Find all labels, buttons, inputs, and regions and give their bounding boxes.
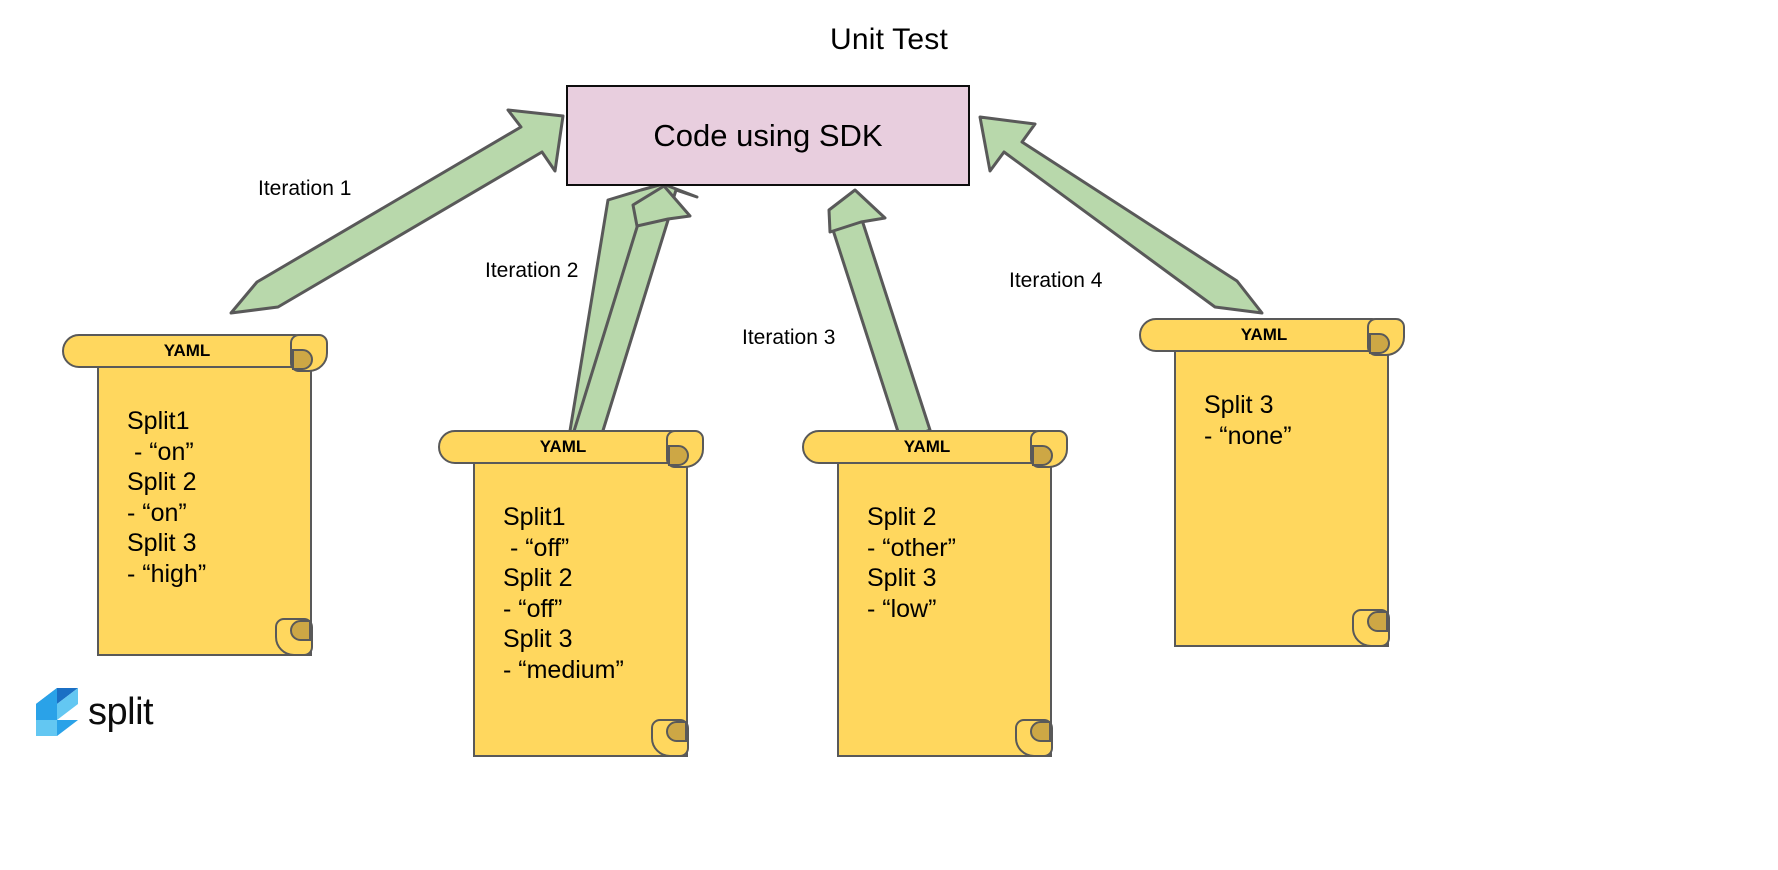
iteration-1-label: Iteration 1 [258,177,352,200]
arrow-iteration-3-shaft [831,218,932,443]
arrow-iteration-1 [229,108,565,315]
yaml-scroll-4-header-label: YAML [1240,325,1288,344]
yaml-scroll-1-text: Split1 - “on” Split 2 - “on” Split 3 - “… [127,407,207,588]
yaml-scroll-3-header-label: YAML [903,437,951,456]
iteration-3-label: Iteration 3 [742,326,836,349]
yaml-scroll-1-bottom-curl-icon [275,618,313,656]
arrow-iteration-4 [978,115,1264,315]
yaml-scroll-3-bottom-curl-inner [1030,721,1051,742]
yaml-scroll-4-bottom-curl-icon [1352,609,1390,647]
yaml-scroll-3-top-curl-inner [1032,445,1053,466]
page-title: Unit Test [830,23,948,56]
split-logo-wordmark: split [88,691,154,733]
yaml-scroll-3[interactable]: YAML Split 2 - “other” Split 3 - “low” [802,430,1087,760]
yaml-scroll-3-bottom-curl-icon [1015,719,1053,757]
yaml-scroll-2-bottom-curl-inner [666,721,687,742]
yaml-scroll-2-top-curl-inner [668,445,689,466]
central-node-code-using-sdk[interactable]: Code using SDK [566,85,970,186]
yaml-scroll-2-bottom-curl-icon [651,719,689,757]
yaml-scroll-2-text: Split1 - “off” Split 2 - “off” Split 3 -… [503,503,624,684]
arrow-iteration-2-head [631,184,692,228]
yaml-scroll-3-body [837,462,1052,757]
yaml-scroll-3-text: Split 2 - “other” Split 3 - “low” [867,503,956,623]
split-logo: split [30,686,160,744]
yaml-scroll-1-body [97,366,312,656]
arrow-iteration-3-head [827,188,887,234]
yaml-scroll-1-bottom-curl-inner [290,620,311,641]
central-node-label: Code using SDK [653,117,883,153]
iteration-2-label: Iteration 2 [485,259,579,282]
yaml-scroll-1-header-bar: YAML [62,334,312,368]
yaml-scroll-3-header-bar: YAML [802,430,1052,464]
yaml-scroll-2-top-curl-icon [666,430,704,468]
yaml-scroll-4-top-curl-inner [1369,333,1390,354]
yaml-scroll-4[interactable]: YAML Split 3 - “none” [1139,318,1424,650]
yaml-scroll-4-text: Split 3 - “none” [1204,391,1292,450]
yaml-scroll-4-body [1174,350,1389,647]
yaml-scroll-4-top-curl-icon [1367,318,1405,356]
yaml-scroll-1-header-label: YAML [163,341,211,360]
yaml-scroll-1-top-curl-inner [292,349,313,370]
yaml-scroll-2[interactable]: YAML Split1 - “off” Split 2 - “off” Spli… [438,430,723,760]
yaml-scroll-4-header-bar: YAML [1139,318,1389,352]
yaml-scroll-4-bottom-curl-inner [1367,611,1388,632]
split-logo-mark-icon [36,688,78,736]
yaml-scroll-1[interactable]: YAML Split1 - “on” Split 2 - “on” Split … [62,334,347,659]
yaml-scroll-2-header-bar: YAML [438,430,688,464]
iteration-4-label: Iteration 4 [1009,269,1103,292]
yaml-scroll-2-body [473,462,688,757]
yaml-scroll-1-top-curl-icon [290,334,328,372]
yaml-scroll-3-top-curl-icon [1030,430,1068,468]
yaml-scroll-2-header-label: YAML [539,437,587,456]
